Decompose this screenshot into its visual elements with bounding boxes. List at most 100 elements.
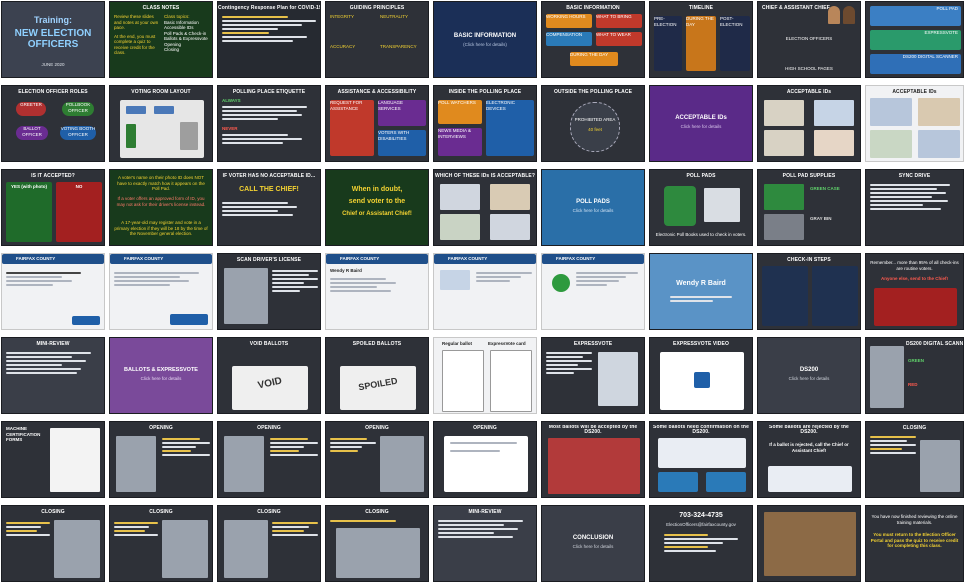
section-subtitle: Click here for details <box>572 208 614 213</box>
slide-thumbnail[interactable]: BASIC INFORMATION WORKING HOURS WHAT TO … <box>541 1 645 78</box>
slide-thumbnail[interactable]: DS200 Click here for details <box>757 337 861 414</box>
slide-title: ELECTION OFFICER ROLES <box>18 89 88 95</box>
slide-thumbnail[interactable]: OPENING <box>217 421 321 498</box>
slide-thumbnail[interactable]: TIMELINE PRE-ELECTION DURING THE DAY POS… <box>649 1 753 78</box>
slide-thumbnail[interactable]: SPOILED BALLOTS SPOILED <box>325 337 429 414</box>
slide-title: Some ballots are rejected by the DS200. <box>769 425 849 435</box>
slide-title: VOID BALLOTS <box>249 341 289 347</box>
slide-thumbnail[interactable]: INSIDE THE POLLING PLACE POLL WATCHERS E… <box>433 85 537 162</box>
slide-thumbnail[interactable]: GUIDING PRINCIPLES INTEGRITY NEUTRALITY … <box>325 1 429 78</box>
slide-thumbnail[interactable]: Most ballots will be accepted by the DS2… <box>541 421 645 498</box>
slide-thumbnail[interactable]: IS IT ACCEPTED? YES (with photo) NO <box>1 169 105 246</box>
slide-thumbnail[interactable]: FAIRFAX COUNTY <box>1 253 105 330</box>
photo <box>224 520 268 578</box>
slide-thumbnail[interactable]: Contingency Response Plan for COVID-19 <box>217 1 321 78</box>
slide-thumbnail[interactable]: 703-324-4735 ElectionOfficers@fairfaxcou… <box>649 505 753 582</box>
slide-title: Contingency Response Plan for COVID-19 <box>218 5 320 11</box>
contact-email: ElectionOfficers@fairfaxcounty.gov <box>666 522 736 527</box>
slide-thumbnail[interactable]: EXPRESSVOTE VIDEO <box>649 337 753 414</box>
slide-title: IS IT ACCEPTED? <box>31 173 75 179</box>
slide-thumbnail[interactable]: OPENING <box>109 421 213 498</box>
slide-thumbnail[interactable]: IF VOTER HAS NO ACCEPTABLE ID... CALL TH… <box>217 169 321 246</box>
slide-thumbnail[interactable]: CLOSING <box>217 505 321 582</box>
slide-thumbnail[interactable]: MINI-REVIEW <box>433 505 537 582</box>
slide-caption: Electronic Poll Books used to check in v… <box>655 232 747 237</box>
slide-thumbnail[interactable]: ASSISTANCE & ACCESSIBILITY REQUEST FOR A… <box>325 85 429 162</box>
slide-thumbnail[interactable]: FAIRFAX COUNTY Wendy R Baird <box>325 253 429 330</box>
timeline-column: POST-ELECTION <box>720 16 750 71</box>
slide-thumbnail[interactable]: VOTING ROOM LAYOUT <box>109 85 213 162</box>
slide-title: CLOSING <box>257 509 281 515</box>
slide-thumbnail[interactable]: CLOSING <box>109 505 213 582</box>
slide-thumbnail[interactable]: CHECK-IN STEPS <box>757 253 861 330</box>
slide-thumbnail[interactable]: CLOSING <box>325 505 429 582</box>
option-card <box>658 472 698 492</box>
slide-thumbnail[interactable]: ACCEPTABLE IDs <box>757 85 861 162</box>
section-title: ACCEPTABLE IDs <box>675 115 727 121</box>
section-title: DS200 <box>799 367 819 373</box>
slide-thumbnail[interactable]: Regular ballot ExpressVote card <box>433 337 537 414</box>
slide-thumbnail[interactable]: CHIEF & ASSISTANT CHIEF ELECTION OFFICER… <box>757 1 861 78</box>
slide-thumbnail[interactable]: ACCEPTABLE IDs <box>865 85 964 162</box>
slide-thumbnail[interactable]: BALLOTS & EXPRESSVOTE Click here for det… <box>109 337 213 414</box>
slide-thumbnail[interactable]: FAIRFAX COUNTY <box>433 253 537 330</box>
slide-thumbnail[interactable]: BASIC INFORMATION (Click here for detail… <box>433 1 537 78</box>
slide-title: VOTING ROOM LAYOUT <box>131 89 191 95</box>
slide-thumbnail[interactable]: POLL PAD EXPRESSVOTE DS200 DIGITAL SCANN… <box>865 1 964 78</box>
slide-title: SPOILED BALLOTS <box>352 341 402 347</box>
slide-thumbnail[interactable]: EXPRESSVOTE <box>541 337 645 414</box>
diagram-label: PROHIBITED AREA <box>574 117 616 122</box>
info-card: LANGUAGE SERVICES <box>378 100 426 126</box>
slide-thumbnail[interactable]: VOID BALLOTS VOID <box>217 337 321 414</box>
slide-thumbnail[interactable]: Wendy R Baird <box>649 253 753 330</box>
principle-label: INTEGRITY <box>330 14 355 19</box>
slide-thumbnail[interactable]: CLOSING <box>865 421 964 498</box>
slide-thumbnail[interactable]: Some ballots are rejected by the DS200. … <box>757 421 861 498</box>
slide-thumbnail[interactable]: CONCLUSION Click here for details <box>541 505 645 582</box>
steps-column <box>762 266 808 326</box>
slide-thumbnail[interactable]: ELECTION OFFICER ROLES GREETER POLLBOOK … <box>1 85 105 162</box>
slide-thumbnail[interactable]: A voter's name on their photo ID does NO… <box>109 169 213 246</box>
slide-text: Chief or Assistant Chief! <box>342 211 412 217</box>
list-item: Poll Pads & Check-in <box>164 30 207 36</box>
slide-thumbnail[interactable]: DS200 DIGITAL SCANNER GREEN RED <box>865 337 964 414</box>
slide-thumbnail[interactable] <box>757 505 861 582</box>
slide-thumbnail[interactable]: MINI-REVIEW <box>1 337 105 414</box>
id-card-image <box>870 130 912 158</box>
slide-title: DS200 DIGITAL SCANNER <box>906 341 963 347</box>
slide-thumbnail[interactable]: POLL PAD SUPPLIES GREEN CASE GRAY BIN <box>757 169 861 246</box>
slide-thumbnail[interactable]: OPENING <box>325 421 429 498</box>
slide-thumbnail[interactable]: POLL PADS Click here for details <box>541 169 645 246</box>
section-subtitle: (Click here for details) <box>463 42 507 47</box>
slide-thumbnail[interactable]: SCAN DRIVER'S LICENSE <box>217 253 321 330</box>
slide-thumbnail[interactable]: Training: NEW ELECTION OFFICERS JUNE 202… <box>1 1 105 78</box>
slide-text: If a voter offers an approved form of ID… <box>116 196 206 207</box>
slide-thumbnail[interactable]: CLOSING <box>1 505 105 582</box>
slide-thumbnail[interactable]: WHICH OF THESE IDs IS ACCEPTABLE? <box>433 169 537 246</box>
slide-title: ASSISTANCE & ACCESSIBILITY <box>337 89 417 95</box>
slide-thumbnail[interactable]: ACCEPTABLE IDs Click here for details <box>649 85 753 162</box>
slide-thumbnail[interactable]: Remember... more than 95% of all check-i… <box>865 253 964 330</box>
slide-thumbnail[interactable]: POLL PADS Electronic Poll Books used to … <box>649 169 753 246</box>
slide-thumbnail[interactable]: Some ballots need confirmation on the DS… <box>649 421 753 498</box>
regular-ballot-image <box>442 350 484 412</box>
slide-thumbnail[interactable]: FAIRFAX COUNTY <box>109 253 213 330</box>
slide-thumbnail[interactable]: CLASS NOTES Review these slides and note… <box>109 1 213 78</box>
video-player[interactable] <box>660 352 744 410</box>
slide-thumbnail[interactable]: OUTSIDE THE POLLING PLACE PROHIBITED ARE… <box>541 85 645 162</box>
slide-thumbnail[interactable]: SYNC DRIVE <box>865 169 964 246</box>
id-card-image <box>764 100 804 126</box>
slide-title: GUIDING PRINCIPLES <box>349 5 405 11</box>
slide-thumbnail[interactable]: POLLING PLACE ETIQUETTE ALWAYS NEVER <box>217 85 321 162</box>
principle-label: NEUTRALITY <box>380 14 409 19</box>
slide-thumbnail[interactable]: FAIRFAX COUNTY <box>541 253 645 330</box>
principle-label: ACCURACY <box>330 44 356 49</box>
slide-thumbnail[interactable]: When in doubt, send voter to the Chief o… <box>325 169 429 246</box>
slide-thumbnail[interactable]: OPENING <box>433 421 537 498</box>
photo <box>116 436 156 492</box>
slide-thumbnail[interactable]: MACHINE CERTIFICATION FORMS <box>1 421 105 498</box>
supply-label: GRAY BIN <box>810 216 832 221</box>
slide-title: OPENING <box>257 425 281 431</box>
slide-title: INSIDE THE POLLING PLACE <box>448 89 522 95</box>
slide-thumbnail[interactable]: You have now finished reviewing the onli… <box>865 505 964 582</box>
